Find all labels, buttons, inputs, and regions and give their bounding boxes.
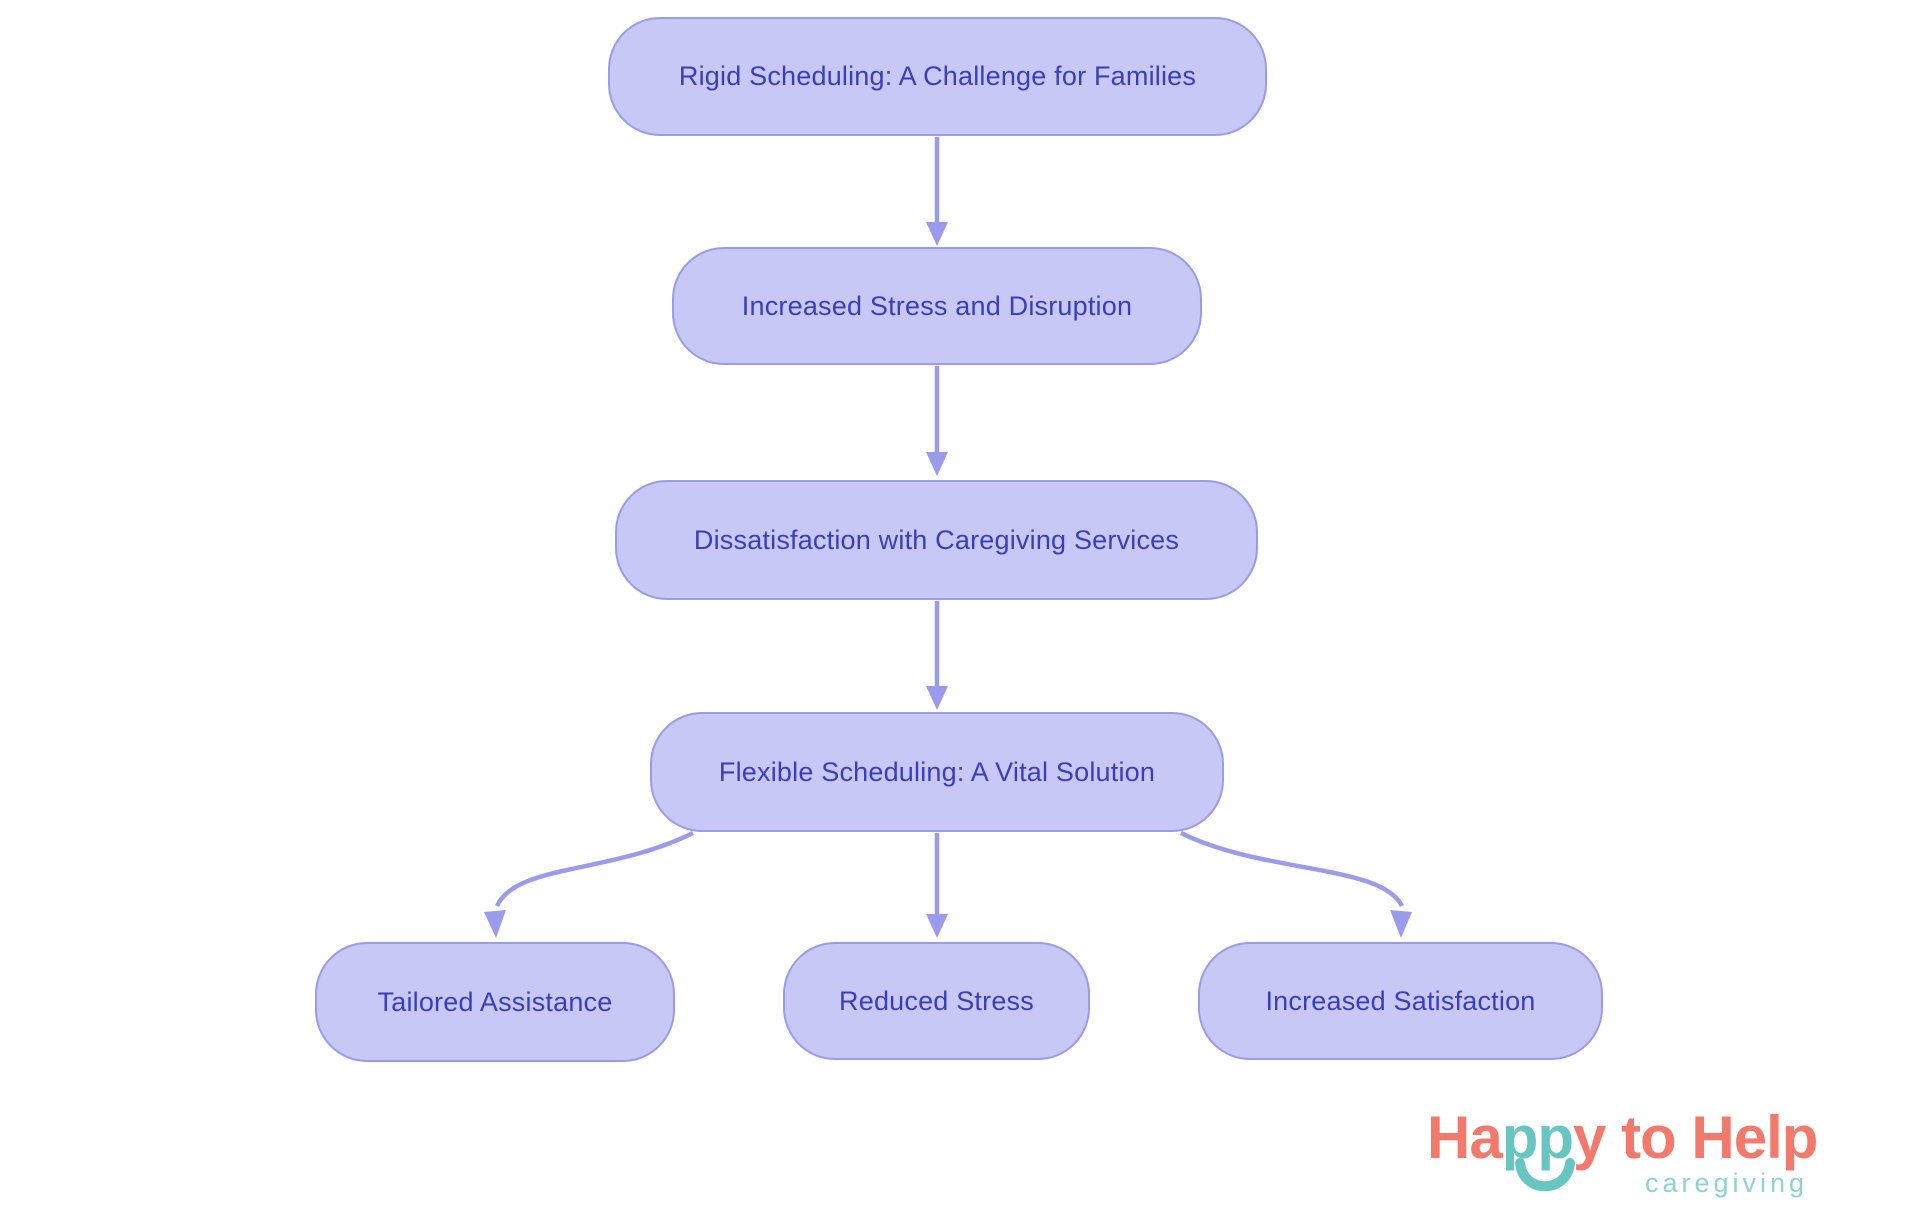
logo-text-pp: pp bbox=[1501, 1104, 1574, 1171]
edge-flexible-to-satisfaction bbox=[1180, 830, 1405, 908]
node-label: Tailored Assistance bbox=[377, 986, 613, 1017]
arrowhead-icon bbox=[926, 452, 948, 476]
logo-text-to: to bbox=[1621, 1104, 1677, 1171]
node-flexible-scheduling: Flexible Scheduling: A Vital Solution bbox=[650, 712, 1224, 832]
node-label: Increased Satisfaction bbox=[1265, 985, 1536, 1016]
node-label: Flexible Scheduling: A Vital Solution bbox=[718, 756, 1156, 787]
node-label: Dissatisfaction with Caregiving Services bbox=[693, 524, 1180, 555]
logo-text-space bbox=[1605, 1104, 1621, 1171]
node-increased-satisfaction: Increased Satisfaction bbox=[1198, 942, 1603, 1060]
logo-tagline: caregiving bbox=[1645, 1168, 1809, 1198]
node-rigid-scheduling: Rigid Scheduling: A Challenge for Famili… bbox=[608, 17, 1267, 136]
logo-wordmark: Happy to Help bbox=[1427, 1108, 1877, 1168]
node-label: Rigid Scheduling: A Challenge for Famili… bbox=[678, 61, 1197, 91]
arrowhead-icon bbox=[926, 914, 948, 938]
node-reduced-stress: Reduced Stress bbox=[783, 942, 1090, 1060]
arrowhead-icon bbox=[1390, 910, 1412, 938]
edge-flexible-to-tailored bbox=[494, 830, 694, 908]
logo-text-help: Help bbox=[1691, 1104, 1818, 1171]
node-tailored-assistance: Tailored Assistance bbox=[315, 942, 675, 1062]
node-increased-stress: Increased Stress and Disruption bbox=[672, 247, 1202, 365]
logo-text-space bbox=[1676, 1104, 1692, 1171]
arrowhead-icon bbox=[926, 686, 948, 710]
node-label: Reduced Stress bbox=[839, 985, 1034, 1016]
logo-text-ha: Ha bbox=[1427, 1104, 1503, 1171]
logo-text-y: y bbox=[1573, 1104, 1606, 1171]
arrowhead-icon bbox=[926, 222, 948, 246]
happy-to-help-logo: Happy to Help bbox=[1427, 1108, 1877, 1168]
node-label: Increased Stress and Disruption bbox=[741, 290, 1133, 321]
node-dissatisfaction: Dissatisfaction with Caregiving Services bbox=[615, 480, 1258, 600]
arrowhead-icon bbox=[484, 910, 506, 938]
